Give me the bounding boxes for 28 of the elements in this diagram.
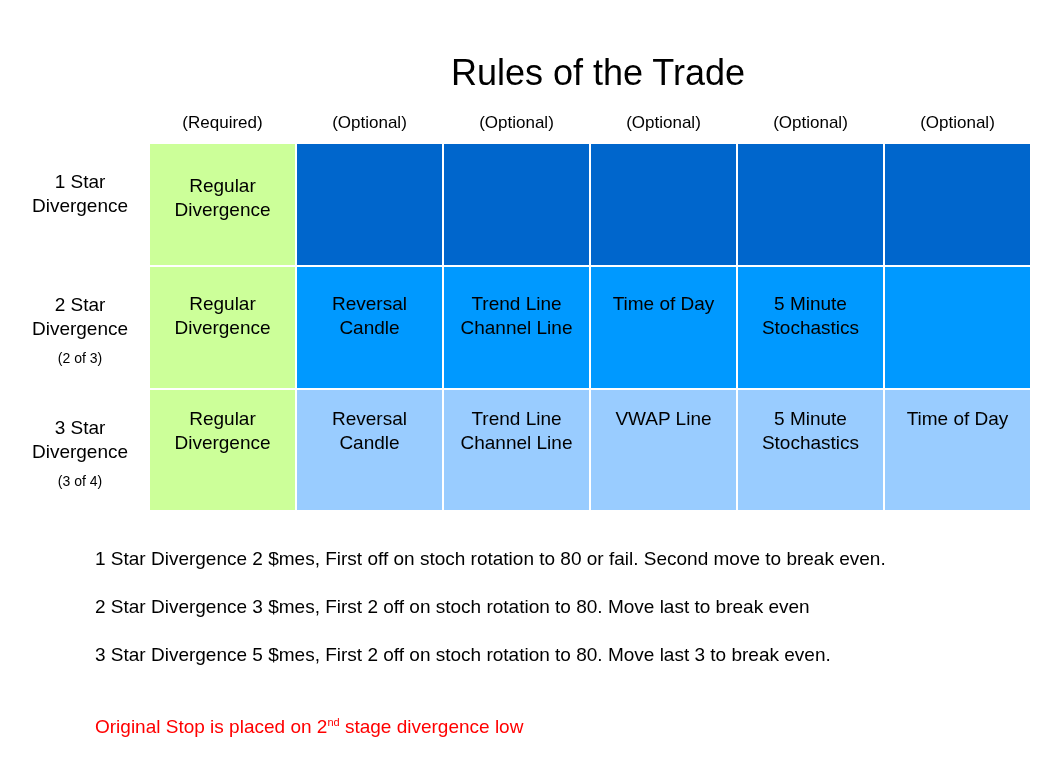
rule-note: 3 Star Divergence 5 $mes, First 2 off on stoch rotation to 80. Move last 3 to break even. (95, 644, 831, 666)
row-note: (2 of 3) (56, 349, 104, 368)
criterion-text: Regular Divergence (173, 174, 272, 222)
criterion-text: Time of Day (611, 292, 716, 316)
stop-note: Original Stop is placed on 2$^{nd}$ stage divergence low (95, 716, 524, 739)
criterion-text: Time of Day (905, 407, 1010, 431)
rule-note: 2 Star Divergence 3 $mes, First 2 off on stoch rotation to 80. Move last to break even (95, 596, 810, 618)
title: Rules of the Trade (449, 52, 747, 94)
column-header: (Optional) (919, 113, 996, 133)
criterion-text: Reversal Candle (331, 407, 408, 455)
row-label: 1 Star Divergence (30, 170, 130, 218)
row-label: 2 Star Divergence (30, 293, 130, 341)
row-label: 3 Star Divergence (30, 416, 130, 464)
criterion-text: Regular Divergence (173, 407, 272, 455)
rule-note: 1 Star Divergence 2 $mes, First off on stoch rotation to 80 or fail. Second move to break even. (95, 548, 886, 570)
criterion-text: Trend Line Channel Line (459, 407, 574, 455)
criterion-text: Reversal Candle (331, 292, 408, 340)
column-header: (Optional) (331, 113, 408, 133)
criterion-text: 5 Minute Stochastics (760, 407, 861, 455)
criterion-text: VWAP Line (614, 407, 713, 431)
column-header: (Required) (181, 113, 264, 133)
criterion-text: 5 Minute Stochastics (760, 292, 861, 340)
row-note: (3 of 4) (56, 472, 104, 491)
column-header: (Optional) (478, 113, 555, 133)
criterion-text: Regular Divergence (173, 292, 272, 340)
column-header: (Optional) (625, 113, 702, 133)
column-header: (Optional) (772, 113, 849, 133)
criterion-text: Trend Line Channel Line (459, 292, 574, 340)
